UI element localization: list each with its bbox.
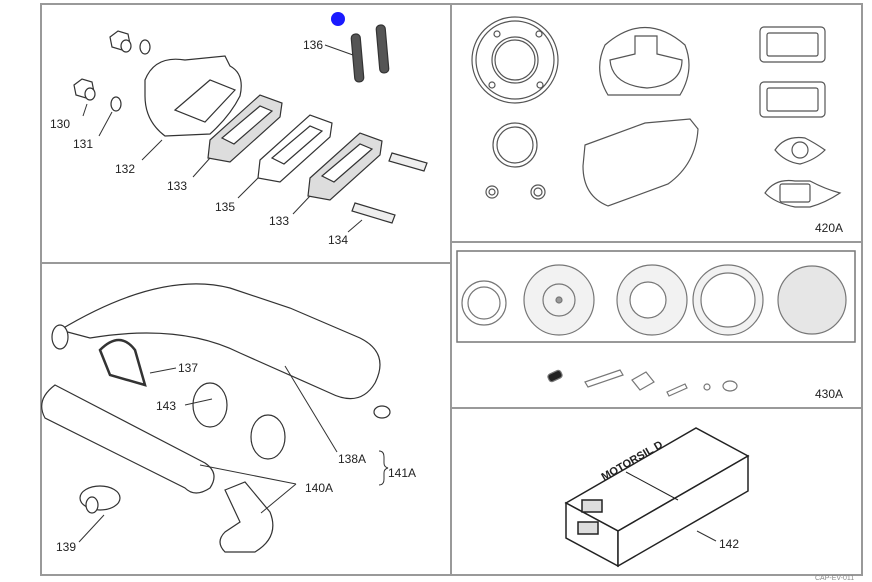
carburetor-kit-drawing	[461, 264, 847, 397]
footer-code: CAP-EV-011	[815, 575, 855, 582]
leader-lines	[82, 44, 363, 233]
frame	[40, 3, 863, 576]
silencer-138A	[58, 283, 381, 400]
callout-141A: 141A	[388, 466, 417, 480]
nut-130	[73, 78, 96, 101]
spring-136-b	[375, 24, 390, 74]
callout-130: 130	[50, 117, 71, 131]
callout-133-a: 133	[167, 179, 188, 193]
callout-138A: 138A	[338, 452, 367, 466]
brand-logo-end	[577, 521, 599, 535]
small-washer	[703, 383, 711, 391]
carburetor-gasket-box	[456, 250, 856, 343]
cursor-marker	[331, 12, 345, 26]
stud-upper	[388, 152, 428, 172]
clamp-143-b	[250, 414, 286, 460]
mount-bracket-137	[98, 338, 147, 387]
jet-screw	[547, 369, 563, 383]
callout-136: 136	[303, 38, 324, 52]
seal-small-a	[485, 185, 499, 199]
callout-139: 139	[56, 540, 77, 554]
stud-134	[351, 202, 396, 224]
pipe-inlet	[51, 324, 69, 350]
expansion-chamber-140A	[41, 384, 215, 494]
callout-134: 134	[328, 233, 349, 247]
kit-code-430A: 430A	[815, 387, 844, 401]
float-bowl-gasket	[461, 280, 507, 326]
callout-132: 132	[115, 162, 136, 176]
clamp-143-a	[192, 382, 228, 428]
nut-upper	[109, 30, 132, 53]
callout-133-b: 133	[269, 214, 290, 228]
fitting	[631, 371, 655, 391]
carb-gasket	[774, 136, 826, 165]
header-pipe-140A	[219, 481, 274, 553]
callout-135: 135	[215, 200, 236, 214]
needle	[666, 383, 688, 397]
o-ring	[492, 122, 538, 168]
exhaust-drawing	[41, 283, 391, 553]
crankcase-gasket	[582, 118, 699, 207]
kit-code-420A: 420A	[815, 221, 844, 235]
head-gasket	[471, 16, 559, 104]
needle-valve	[584, 369, 624, 388]
callout-131: 131	[73, 137, 94, 151]
callout-140A: 140A	[305, 481, 334, 495]
reed-gasket-b	[759, 81, 826, 118]
callout-137: 137	[178, 361, 199, 375]
seal-small-b	[530, 184, 546, 200]
callout-142: 142	[719, 537, 740, 551]
small-seal	[722, 380, 738, 392]
callout-143: 143	[156, 399, 177, 413]
flange-132	[144, 55, 242, 137]
washer-upper	[139, 39, 151, 55]
box-side	[617, 454, 749, 568]
sealant-box-drawing	[564, 427, 750, 568]
brand-logo-top	[581, 499, 603, 513]
washer-131	[110, 96, 122, 112]
spring-136	[350, 33, 365, 83]
diaphragm-c	[777, 265, 847, 335]
pipe-outlet	[373, 405, 391, 419]
exhaust-leader-lines	[78, 365, 717, 543]
intake-flange-drawing	[73, 24, 428, 233]
base-gasket	[599, 26, 690, 96]
exhaust-gasket	[764, 179, 842, 208]
reed-gasket-a	[759, 26, 826, 63]
gasket-kit-drawing	[471, 16, 842, 208]
